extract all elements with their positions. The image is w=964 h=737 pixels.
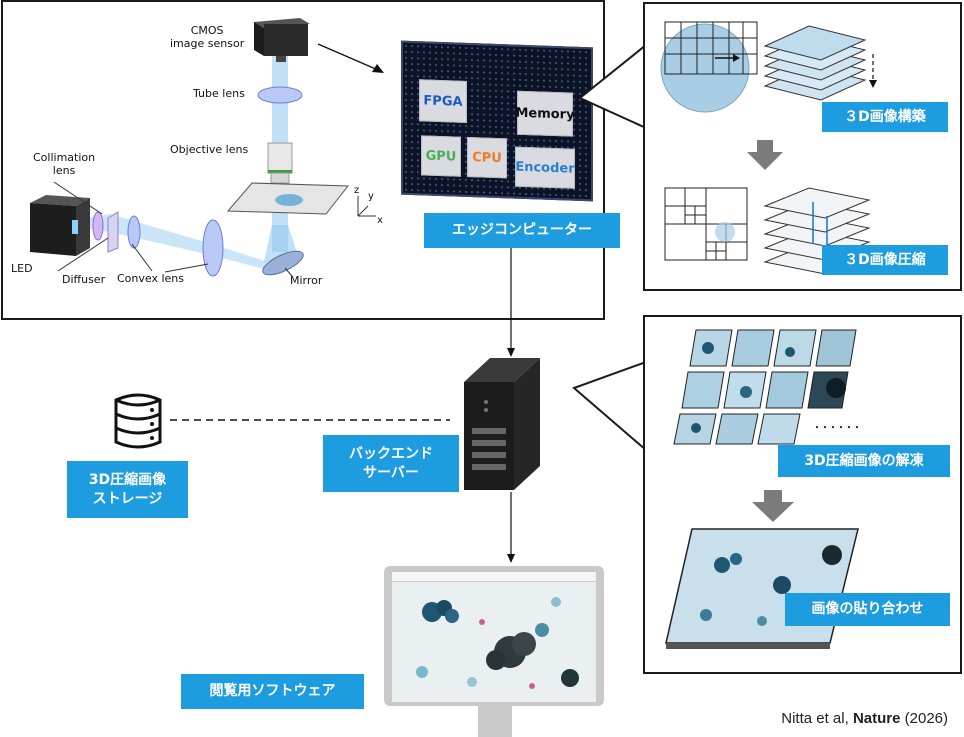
axis-z-label: z xyxy=(354,185,360,196)
tile-ellipsis: ・・・・・・ xyxy=(812,423,862,434)
tube-lens-icon xyxy=(257,86,303,104)
cmos-camera-icon xyxy=(254,18,310,62)
stitched-image-icon xyxy=(665,528,859,649)
process-arrow-icon xyxy=(747,140,783,170)
viewer-toolbar xyxy=(392,572,596,582)
objective-lens-label: Objective lens xyxy=(170,143,249,156)
reconstruct-3d-tag: ３D画像構築 xyxy=(822,102,948,132)
diffuser-icon xyxy=(107,211,119,253)
objective-lens-icon xyxy=(267,142,293,184)
stacked-planes-icon xyxy=(763,25,867,101)
led-label: LED xyxy=(11,262,33,275)
edge-chip: FPGA Memory GPU CPU Encoder xyxy=(401,40,593,202)
collimation-lens-label: Collimation lens xyxy=(33,151,96,177)
tube-lens-label: Tube lens xyxy=(193,87,245,100)
convex-lens-small-icon xyxy=(127,215,141,249)
tile-grid-icon xyxy=(664,21,758,75)
led-icon xyxy=(30,195,90,256)
citation: Nitta et al, Nature (2026) xyxy=(781,710,948,727)
compress-3d-tag: ３D画像圧縮 xyxy=(822,245,948,275)
decompress-tag: 3D圧縮画像の解凍 xyxy=(778,445,950,477)
database-icon xyxy=(114,393,162,449)
citation-authors: Nitta et al, xyxy=(781,710,853,727)
micrograph-image xyxy=(416,597,579,689)
viewer-software-tag: 閲覧用ソフトウェア xyxy=(181,674,364,709)
callout-wedge-bottom xyxy=(572,360,652,453)
convex-lens-label: Convex lens xyxy=(117,272,184,285)
cmos-label: CMOS image sensor xyxy=(170,24,245,50)
process-arrow-lower-icon xyxy=(752,490,794,522)
backend-server-tag: バックエンド サーバー xyxy=(323,435,459,492)
edge-computer-tag: エッジコンピューター xyxy=(424,213,620,248)
collimation-lens-icon xyxy=(92,211,104,241)
citation-year: (2026) xyxy=(900,710,948,727)
axis-x-label: x xyxy=(377,215,383,226)
monitor-screen xyxy=(392,572,596,702)
storage-tag: 3D圧縮画像 ストレージ xyxy=(67,461,188,518)
backend-server-icon xyxy=(464,358,540,490)
diffuser-label: Diffuser xyxy=(62,273,106,286)
stitch-tag: 画像の貼り合わせ xyxy=(785,593,950,626)
axis-glyph-icon xyxy=(357,196,376,217)
mirror-label: Mirror xyxy=(290,274,323,287)
tile-mosaic-icon xyxy=(673,329,857,445)
sample-circle-icon xyxy=(660,23,750,113)
monitor-stand xyxy=(478,706,512,737)
sample-spot-icon xyxy=(275,194,303,206)
optical-setup-diagram xyxy=(30,18,384,277)
quadtree-grid-icon xyxy=(664,187,748,261)
citation-journal: Nature xyxy=(852,710,901,727)
convex-lens-large-icon xyxy=(202,219,224,277)
axis-y-label: y xyxy=(368,191,374,202)
